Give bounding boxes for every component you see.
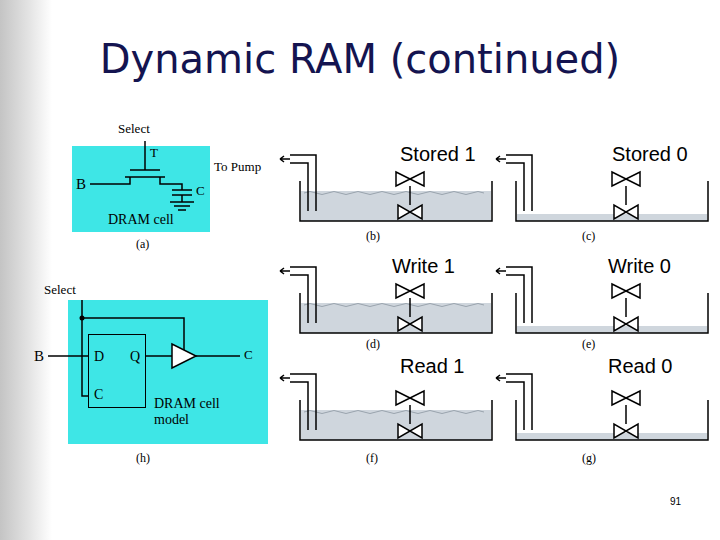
- circuit-label: T: [150, 146, 158, 161]
- tank-read-1: [280, 374, 492, 440]
- circuit-label: Select: [44, 283, 76, 298]
- state-label: Read 1: [400, 355, 465, 378]
- circuit-label: To Pump: [214, 160, 261, 175]
- cell-model-panel: DRAM cell model D Q C: [68, 300, 268, 444]
- node-text: D: [94, 349, 104, 365]
- state-label: Write 1: [392, 255, 455, 278]
- node-text: DRAM cell model: [154, 396, 234, 428]
- state-label: 91: [670, 496, 681, 508]
- node-text: C: [94, 387, 103, 403]
- slide-title: Dynamic RAM (continued): [0, 36, 720, 82]
- circuit-label: (h): [136, 452, 150, 466]
- flip-flop-box: D Q C: [88, 334, 146, 408]
- state-label: Stored 1: [400, 143, 476, 166]
- circuit-label: C: [196, 184, 205, 199]
- circuit-label: (e): [582, 338, 595, 352]
- state-label: Stored 0: [612, 143, 688, 166]
- circuit-label: C: [244, 348, 253, 363]
- node-text: DRAM cell: [108, 212, 174, 228]
- circuit-label: B: [76, 176, 86, 193]
- tank-read-0: [496, 374, 708, 440]
- circuit-label: (b): [366, 230, 380, 244]
- circuit-label: Select: [118, 122, 150, 137]
- circuit-label: (d): [366, 338, 380, 352]
- circuit-label: (f): [366, 452, 378, 466]
- circuit-label: (g): [582, 452, 596, 466]
- circuit-label: (a): [136, 238, 149, 252]
- node-text: Q: [130, 349, 140, 365]
- state-label: Write 0: [608, 255, 671, 278]
- tank-write-1: [280, 267, 492, 333]
- circuit-label: B: [34, 348, 44, 365]
- state-label: Read 0: [608, 355, 673, 378]
- circuit-label: (c): [582, 230, 595, 244]
- side-stripe: [0, 0, 52, 540]
- cell-panel: DRAM cell: [72, 146, 210, 232]
- tank-write-0: [496, 267, 708, 333]
